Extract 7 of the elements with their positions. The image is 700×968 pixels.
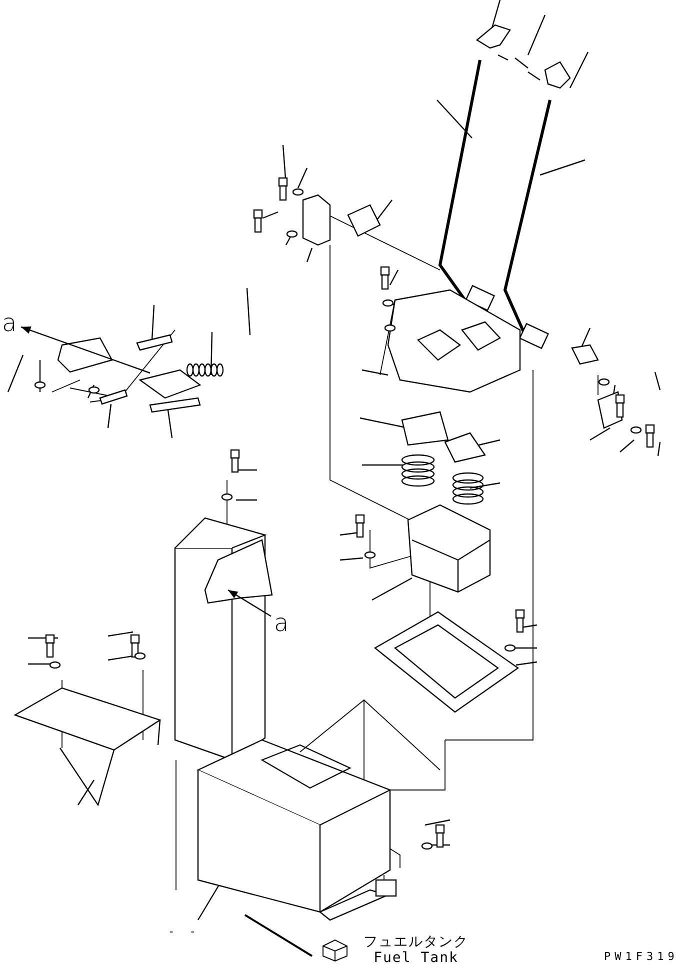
reference-letter: a <box>274 610 289 636</box>
arrow <box>228 589 272 617</box>
reference-letter: a <box>2 310 17 336</box>
legend-text: フュエルタンク Fuel Tank <box>362 934 470 966</box>
arrow <box>20 326 150 374</box>
drawing-number: PW1F319 <box>604 950 678 963</box>
dash-mark: - - <box>168 925 200 938</box>
